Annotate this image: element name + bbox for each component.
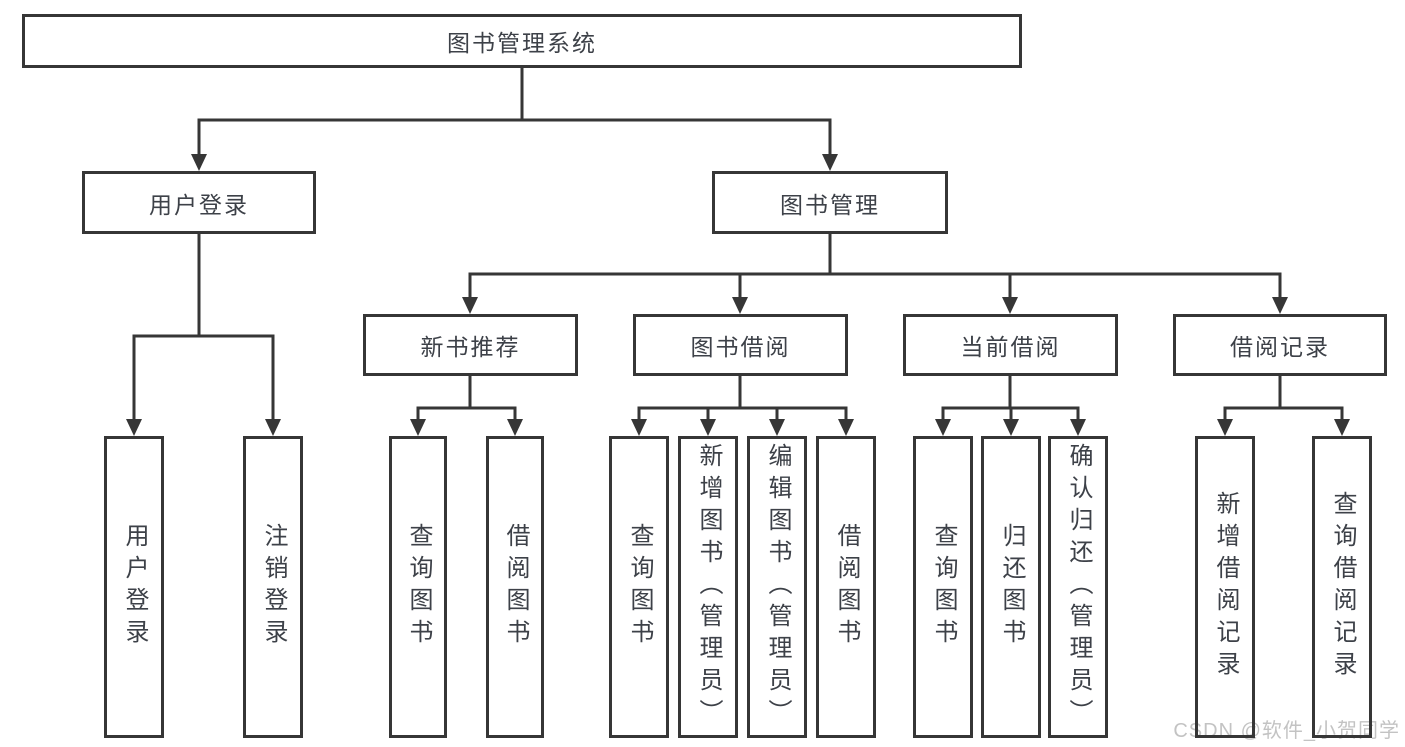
arrow-down-icon [126, 419, 142, 436]
arrow-down-icon [1272, 297, 1288, 314]
arrow-down-icon [410, 419, 426, 436]
arrow-down-icon [1334, 419, 1350, 436]
arrow-down-icon [732, 297, 748, 314]
arrow-down-icons [126, 154, 1350, 436]
leaf-query-borrow-record: 查询借阅记录 [1312, 436, 1372, 738]
arrow-down-icon [1070, 419, 1086, 436]
arrow-down-icon [1003, 419, 1019, 436]
arrow-down-icon [507, 419, 523, 436]
leaf-logout: 注销登录 [243, 436, 303, 738]
arrow-down-icon [462, 297, 478, 314]
node-book-borrowing: 图书借阅 [633, 314, 848, 376]
arrow-down-icon [700, 419, 716, 436]
leaf-add-borrow-record: 新增借阅记录 [1195, 436, 1255, 738]
node-current-borrowing: 当前借阅 [903, 314, 1118, 376]
leaf-query-books-current: 查询图书 [913, 436, 973, 738]
node-borrowing-records: 借阅记录 [1173, 314, 1387, 376]
arrow-down-icon [1217, 419, 1233, 436]
leaf-return-books: 归还图书 [981, 436, 1041, 738]
arrow-down-icon [769, 419, 785, 436]
leaf-user-login: 用户登录 [104, 436, 164, 738]
arrow-down-icon [1002, 297, 1018, 314]
csdn-watermark: CSDN @软件_小贺同学 [1173, 720, 1400, 742]
leaf-confirm-return-admin: 确认归还（管理员） [1048, 436, 1108, 738]
leaf-borrow-books-recommend: 借阅图书 [486, 436, 544, 738]
leaf-edit-books-admin: 编辑图书（管理员） [747, 436, 807, 738]
arrow-down-icon [838, 419, 854, 436]
connector-lines [132, 68, 1344, 421]
leaf-add-books-admin: 新增图书（管理员） [678, 436, 738, 738]
leaf-query-books-recommend: 查询图书 [389, 436, 447, 738]
leaf-query-books-borrowing: 查询图书 [609, 436, 669, 738]
arrow-down-icon [191, 154, 207, 171]
node-user-login: 用户登录 [82, 171, 316, 234]
arrow-down-icon [265, 419, 281, 436]
arrow-down-icon [822, 154, 838, 171]
node-library-management-system: 图书管理系统 [22, 14, 1022, 68]
leaf-borrow-books: 借阅图书 [816, 436, 876, 738]
arrow-down-icon [935, 419, 951, 436]
arrow-down-icon [631, 419, 647, 436]
node-new-book-recommendation: 新书推荐 [363, 314, 578, 376]
node-book-management: 图书管理 [712, 171, 948, 234]
